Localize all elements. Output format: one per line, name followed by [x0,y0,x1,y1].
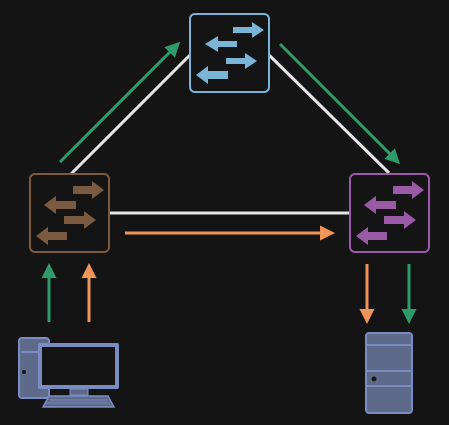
green-arrow-left-to-top [58,41,181,164]
green-path [41,41,417,324]
switch-arrows-icon [36,181,104,245]
orange-path [81,225,375,324]
link-left-top [68,53,192,177]
server-tower-icon [365,332,413,414]
desktop-computer-icon [18,337,119,408]
switch-arrows-icon [356,181,424,245]
switch-left [29,173,110,253]
green-arrow-top-to-right [278,42,401,165]
computer-keyboard [41,395,116,408]
switch-right [349,173,430,253]
switch-top [189,13,270,93]
link-top-right [267,53,391,175]
links [68,53,391,215]
switch-arrows-icon [196,22,264,84]
